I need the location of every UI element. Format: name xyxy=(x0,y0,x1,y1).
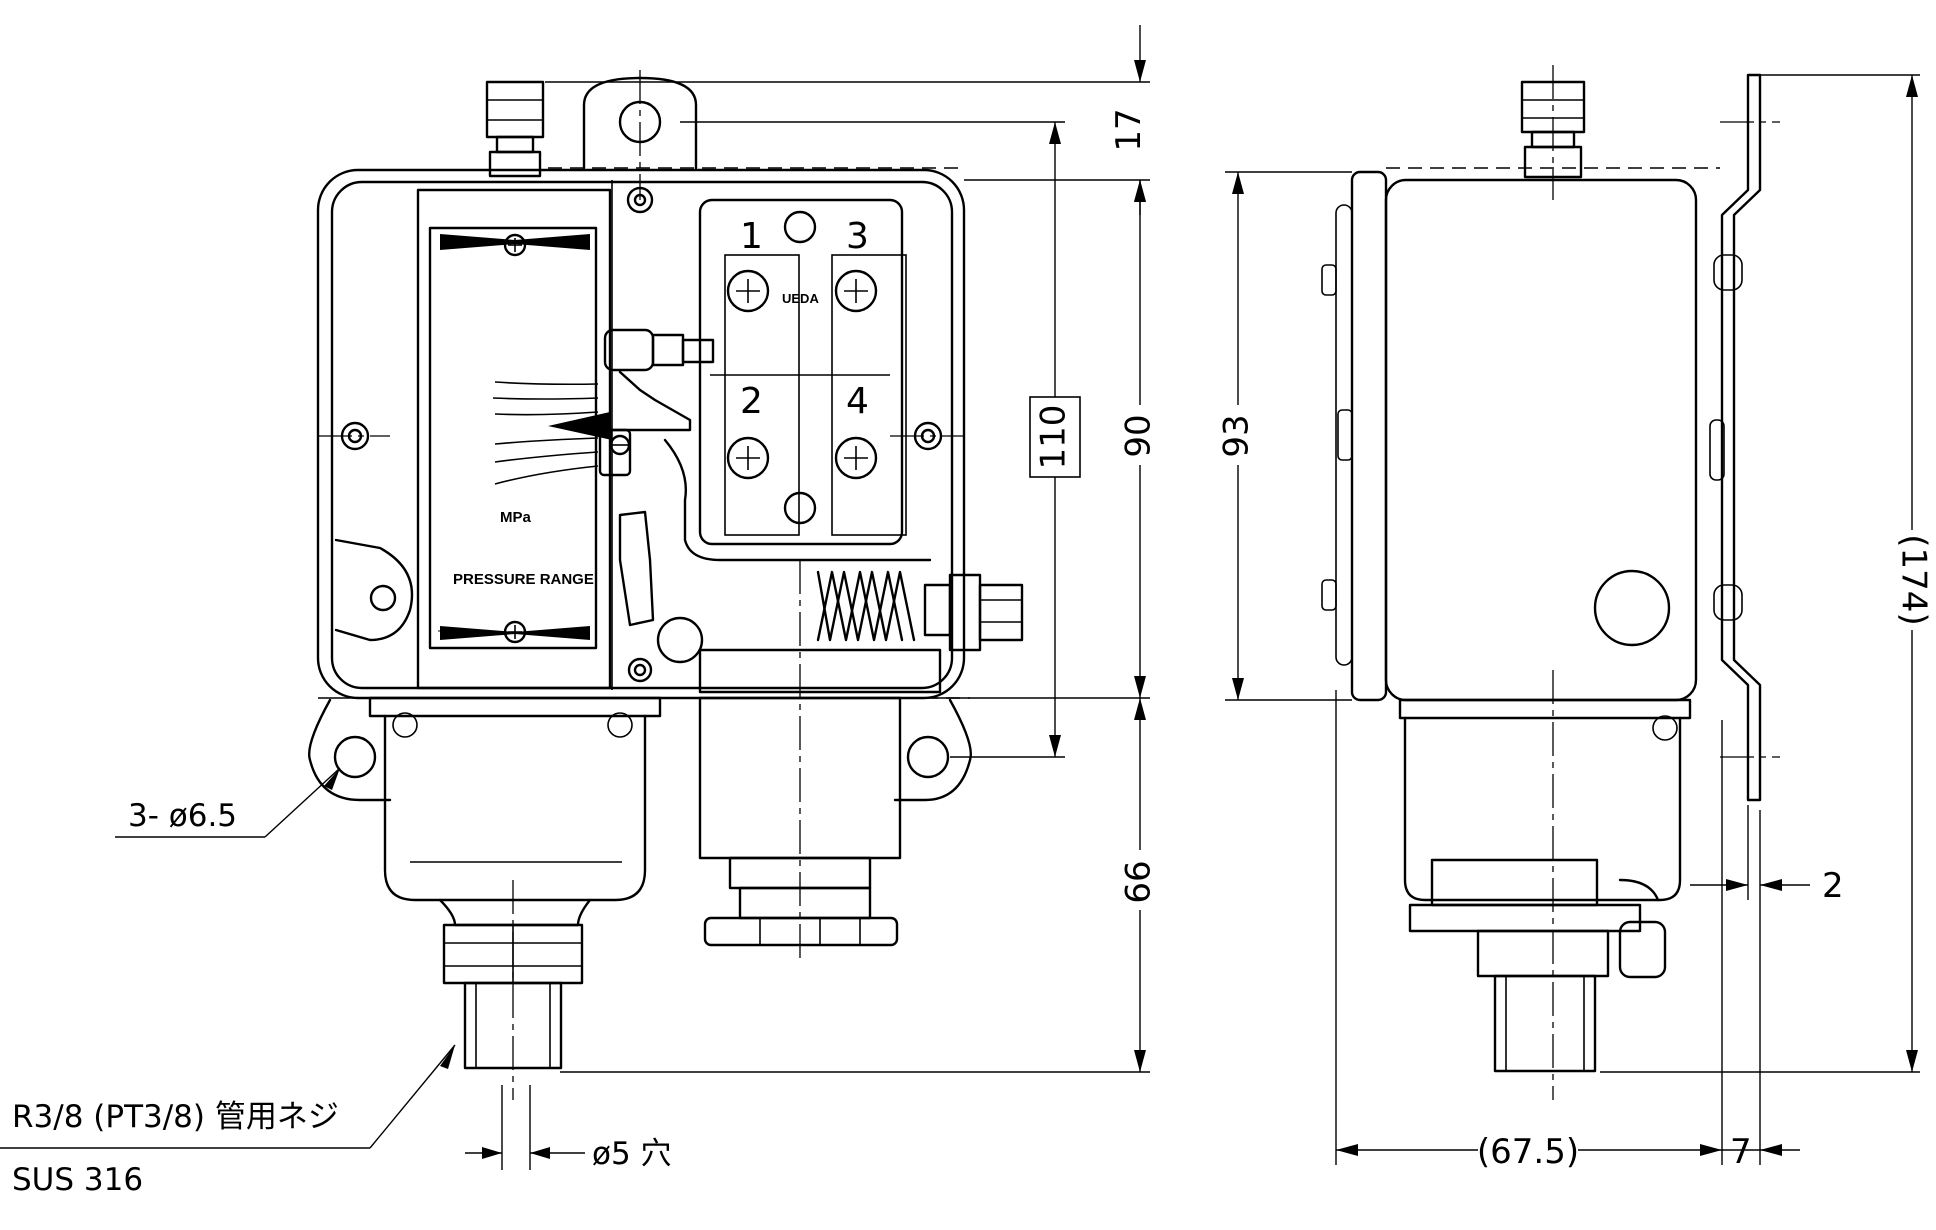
side-threaded-nipple xyxy=(1493,974,1597,1073)
terminal-block xyxy=(698,198,904,546)
dim-90: 90 xyxy=(1119,414,1159,457)
front-dimensions: 17 90 110 66 ø5 穴 3- ø6.5 xyxy=(0,25,1159,1198)
dim-17: 17 xyxy=(1109,108,1149,151)
pressure-pointer xyxy=(548,412,612,440)
dim-66: 66 xyxy=(1119,860,1159,903)
top-fitting-nut xyxy=(485,80,545,139)
side-hex-flange xyxy=(1408,903,1642,933)
side-adjust-nut xyxy=(978,583,1024,642)
thread-callout: R3/8 (PT3/8) 管用ネジ xyxy=(12,1099,339,1135)
dim-7: 7 xyxy=(1730,1132,1752,1172)
mount-bracket xyxy=(1720,73,1762,802)
side-lower-case xyxy=(1403,716,1682,902)
terminal-screws xyxy=(726,269,878,480)
front-view: MPa PRESSURE RANGE TOKYO JAPAN xyxy=(308,70,1024,1100)
terminal-label-4: 4 xyxy=(846,381,869,422)
dim-174: (174) xyxy=(1894,534,1934,625)
side-cover xyxy=(1350,170,1388,702)
dim-67-5: (67.5) xyxy=(1477,1132,1579,1172)
lever-arm xyxy=(618,510,655,627)
housing-inner xyxy=(330,180,954,690)
right-mount-hole xyxy=(906,735,950,779)
terminal-label-3: 3 xyxy=(846,216,869,257)
terminal-label-1: 1 xyxy=(740,216,763,257)
left-mount-hole xyxy=(333,735,377,779)
material-callout: SUS 316 xyxy=(12,1162,143,1198)
unit-label: MPa xyxy=(500,509,532,526)
spring-seat xyxy=(698,648,942,694)
spring xyxy=(816,570,916,642)
pivot-ball xyxy=(656,616,704,664)
brand-label: UEDA xyxy=(782,291,819,306)
side-cable-port xyxy=(1593,569,1671,647)
dim-93: 93 xyxy=(1217,414,1257,457)
cable-gland xyxy=(703,916,899,947)
right-mount-ear xyxy=(893,698,972,802)
bellows-case xyxy=(383,714,647,902)
bore-callout: ø5 穴 xyxy=(592,1136,672,1172)
terminal-label-2: 2 xyxy=(740,381,763,422)
japan-label: JAPAN xyxy=(560,629,590,639)
side-body xyxy=(1384,178,1698,702)
dim-110: 110 xyxy=(1034,405,1074,470)
side-dimensions: 93 (174) (67.5) 7 2 xyxy=(1217,74,1934,1172)
left-pivot xyxy=(334,538,414,642)
left-mount-ear xyxy=(308,698,392,802)
mount-holes-callout: 3- ø6.5 xyxy=(128,798,237,834)
side-view xyxy=(1321,65,1780,1100)
dim-2: 2 xyxy=(1822,866,1844,906)
pressure-range-label: PRESSURE RANGE xyxy=(453,571,594,588)
tokyo-label: TOKYO xyxy=(438,629,470,639)
